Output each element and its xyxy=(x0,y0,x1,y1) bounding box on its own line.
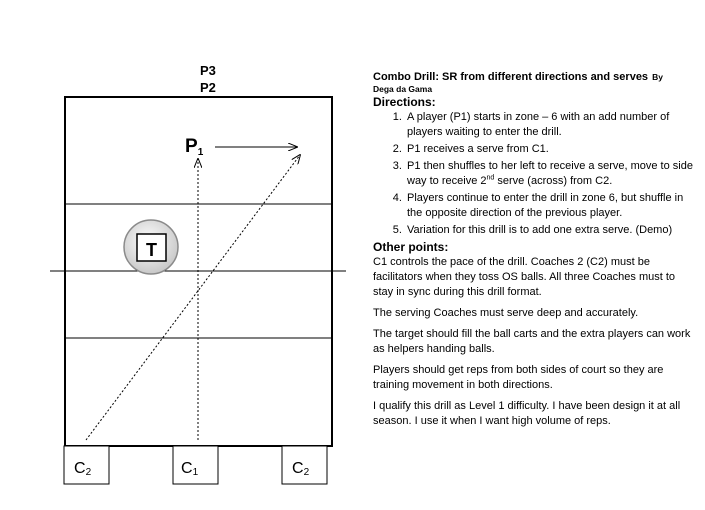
drill-description: Combo Drill: SR from different direction… xyxy=(373,71,698,435)
directions-heading: Directions: xyxy=(373,95,436,109)
direction-step: P1 then shuffles to her left to receive … xyxy=(405,159,698,189)
player-p1: P1 xyxy=(185,136,204,158)
drill-title: Combo Drill: SR from different direction… xyxy=(373,71,663,83)
coach-box-c2-right: C2 xyxy=(281,445,328,485)
target-label: T xyxy=(146,240,157,260)
direction-step: A player (P1) starts in zone – 6 with an… xyxy=(405,110,698,140)
svg-text:C1: C1 xyxy=(181,460,199,478)
other-point-paragraph: The target should fill the ball carts an… xyxy=(373,328,691,355)
direction-step: Variation for this drill is to add one e… xyxy=(405,223,698,238)
other-point-paragraph: Players should get reps from both sides … xyxy=(373,364,664,391)
serve-path-c2 xyxy=(85,155,300,441)
coach-box-c2-left: C2 xyxy=(63,445,110,485)
label-p3: P3 xyxy=(200,63,216,78)
directions-list: A player (P1) starts in zone – 6 with an… xyxy=(373,110,698,238)
other-point-paragraph: C1 controls the pace of the drill. Coach… xyxy=(373,256,676,298)
label-p2: P2 xyxy=(200,80,216,95)
direction-step: P1 receives a serve from C1. xyxy=(405,142,698,157)
other-point-paragraph: The serving Coaches must serve deep and … xyxy=(373,307,639,319)
court-diagram: P3 P2 P1 T C2 C1 C2 xyxy=(50,63,346,485)
drill-author: Dega da Gama xyxy=(373,84,433,94)
svg-text:C2: C2 xyxy=(292,460,310,478)
coach-box-c1: C1 xyxy=(172,445,219,485)
svg-text:C2: C2 xyxy=(74,460,92,478)
direction-step: Players continue to enter the drill in z… xyxy=(405,191,698,221)
other-point-paragraph: I qualify this drill as Level 1 difficul… xyxy=(373,400,681,427)
target-marker: T xyxy=(123,219,179,275)
other-points-heading: Other points: xyxy=(373,240,449,254)
